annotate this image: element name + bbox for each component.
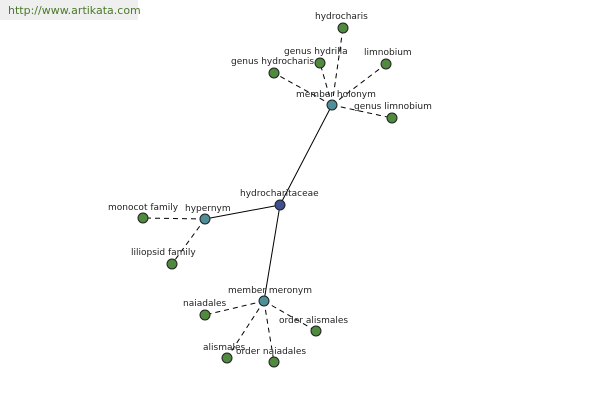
node-label-hydrocharis[interactable]: hydrocharis [315,12,368,22]
edge-member-meronym [263,204,281,302]
leaf-node-naiadales[interactable] [199,309,211,321]
edge-naiadales [204,300,265,316]
node-label-order-naiadales[interactable]: order naiadales [236,347,306,357]
node-label-member-meronym[interactable]: member meronym [228,286,312,296]
node-label-liliopsid-family[interactable]: liliopsid family [131,248,196,258]
node-label-naiadales[interactable]: naiadales [183,299,227,309]
leaf-node-order-naiadales[interactable] [268,356,280,368]
edge-liliopsid-family [171,218,206,265]
edge-member-holonym [279,104,333,206]
edge-genus-limnobium [331,104,393,119]
edge-hydrocharis [331,27,344,106]
leaf-node-genus-hydrocharis[interactable] [268,67,280,79]
graph-labels: hydrocharitaceae member holonym hypernym me… [108,12,432,357]
url-banner: http://www.artikata.com [0,0,141,20]
leaf-node-liliopsid-family[interactable] [166,258,178,270]
edge-order-alismales [263,300,317,332]
leaf-node-hydrocharis[interactable] [337,22,349,34]
edge-limnobium [331,63,387,106]
relation-node-member-holonym[interactable] [326,99,338,111]
node-label-member-holonym[interactable]: member holonym [296,90,376,100]
edge-hypernym [204,204,281,220]
edge-genus-hydrocharis [273,72,333,106]
node-label-limnobium[interactable]: limnobium [364,48,412,58]
leaf-node-limnobium[interactable] [380,58,392,70]
graph-edges [142,27,393,363]
node-label-order-alismales[interactable]: order alismales [279,316,348,326]
graph-nodes [137,22,398,368]
edge-genus-hydrilla [319,62,333,106]
site-url-link[interactable]: http://www.artikata.com [8,4,141,17]
leaf-node-genus-hydrilla[interactable] [314,57,326,69]
node-label-alismales[interactable]: alismales [203,343,246,353]
center-node-hydrocharitaceae[interactable] [274,199,286,211]
node-label-hydrocharitaceae[interactable]: hydrocharitaceae [240,189,319,199]
node-label-genus-hydrocharis[interactable]: genus hydrocharis [231,57,314,67]
node-label-genus-limnobium[interactable]: genus limnobium [354,102,432,112]
edge-order-naiadales [263,300,275,363]
edge-monocot-family [142,217,206,220]
leaf-node-alismales[interactable] [221,352,233,364]
node-label-genus-hydrilla[interactable]: genus hydrilla [284,47,348,57]
node-label-hypernym[interactable]: hypernym [185,204,231,214]
leaf-node-order-alismales[interactable] [310,325,322,337]
edge-alismales [226,300,265,359]
relation-node-hypernym[interactable] [199,213,211,225]
leaf-node-genus-limnobium[interactable] [386,112,398,124]
relation-node-member-meronym[interactable] [258,295,270,307]
node-label-monocot-family[interactable]: monocot family [108,203,179,213]
leaf-node-monocot-family[interactable] [137,212,149,224]
